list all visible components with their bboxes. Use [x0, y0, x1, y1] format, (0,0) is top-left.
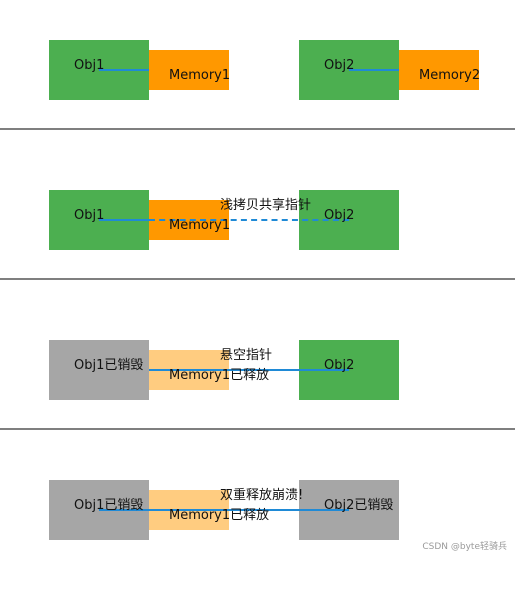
divider-2: [0, 278, 515, 280]
obj1-destroyed-label: Obj1已销毁: [74, 358, 144, 373]
divider-3: [0, 428, 515, 430]
memory1-released-label: Memory1已释放: [169, 508, 270, 523]
obj1-memory1-pointer: [99, 69, 149, 71]
obj2-label: Obj2: [324, 58, 355, 73]
obj2-label: Obj2: [324, 208, 355, 223]
memory2-box: [399, 50, 479, 90]
divider-1: [0, 128, 515, 130]
obj1-label: Obj1: [74, 58, 105, 73]
obj2-label: Obj2: [324, 358, 355, 373]
panel-separate-objects: Obj1 Memory1 Obj2 Memory2: [0, 0, 515, 150]
panel-double-free: Obj1已销毁 Memory1已释放 Obj2已销毁 双重释放崩溃!: [0, 440, 515, 590]
obj1-label: Obj1: [74, 208, 105, 223]
obj1-destroyed-box: [49, 340, 149, 400]
obj2-shared-pointer: [149, 219, 349, 221]
obj2-memory2-pointer: [349, 69, 399, 71]
dangling-pointer-note: 悬空指针: [220, 348, 273, 363]
double-free-note: 双重释放崩溃!: [220, 488, 304, 503]
memory1-label: Memory1: [169, 68, 231, 83]
obj1-memory1-pointer: [99, 219, 149, 221]
panel-shallow-copy: Obj1 Memory1 Obj2 浅拷贝共享指针: [0, 150, 515, 300]
dangling-pointer-link: [149, 369, 349, 371]
obj1-destroyed-label: Obj1已销毁: [74, 498, 144, 513]
shallow-copy-note: 浅拷贝共享指针: [220, 198, 312, 213]
memory2-label: Memory2: [419, 68, 481, 83]
memory1-label: Memory1: [169, 218, 231, 233]
memory1-box: [149, 50, 229, 90]
panel-dangling-pointer: Obj1已销毁 Memory1已释放 Obj2 悬空指针: [0, 300, 515, 450]
watermark: CSDN @byte轻骑兵: [422, 542, 507, 552]
memory1-released-label: Memory1已释放: [169, 368, 270, 383]
obj2-destroyed-label: Obj2已销毁: [324, 498, 394, 513]
double-free-link: [99, 509, 349, 511]
